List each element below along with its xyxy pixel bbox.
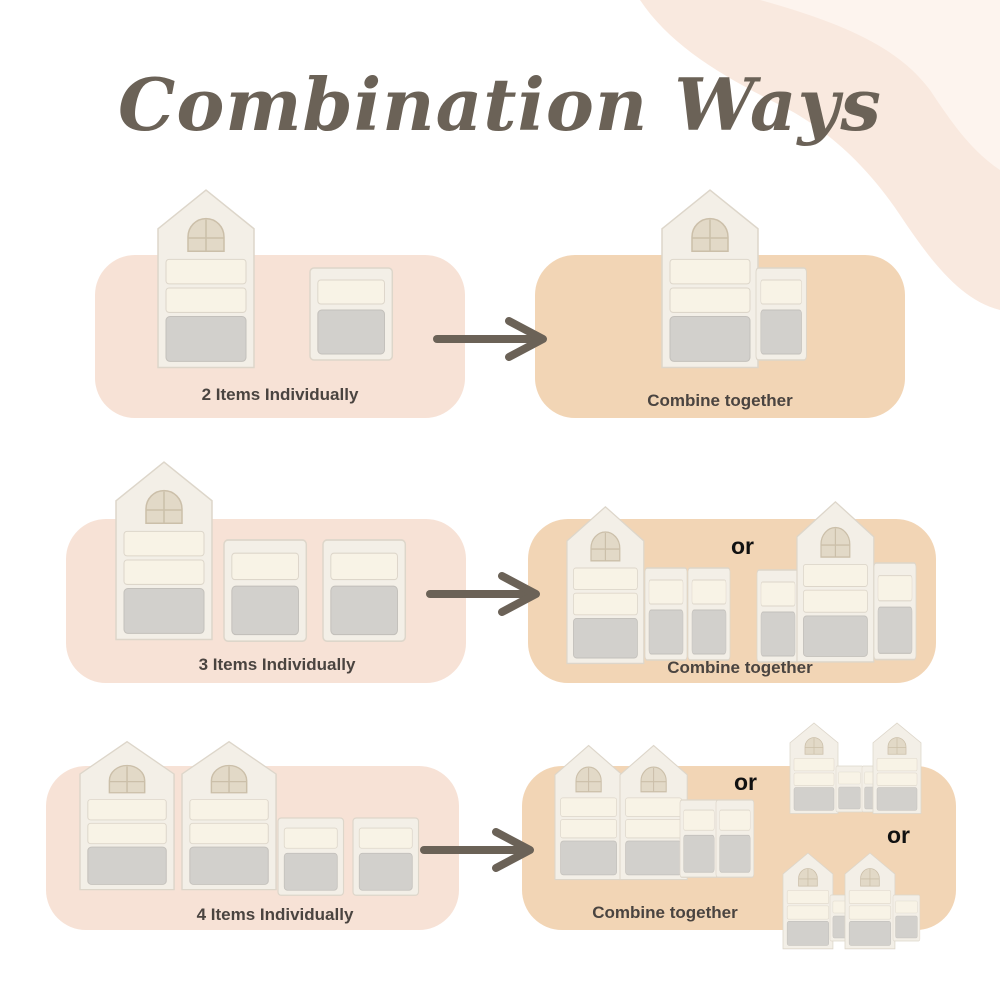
or-label: or xyxy=(734,769,757,795)
arrow-icon xyxy=(437,321,543,357)
row3-combined-label: Combine together xyxy=(592,903,738,922)
arrow-icon xyxy=(424,832,530,868)
cabinet-low xyxy=(223,539,308,643)
cabinet-house xyxy=(115,461,213,641)
row1-combined-label: Combine together xyxy=(647,391,793,410)
cabinet-low xyxy=(755,267,808,361)
cabinet-house xyxy=(796,501,875,663)
row1-individual-label: 2 Items Individually xyxy=(201,385,359,404)
cabinet-house xyxy=(789,722,839,814)
row2-combined-label: Combine together xyxy=(667,658,813,677)
cabinet-low xyxy=(679,799,719,878)
cabinet-low xyxy=(756,569,800,663)
cabinet-house xyxy=(566,506,645,665)
cabinet-house xyxy=(619,744,688,881)
cabinet-house xyxy=(844,852,896,950)
cabinet-low xyxy=(892,894,921,942)
cabinet-low xyxy=(687,567,731,661)
cabinet-house xyxy=(661,189,759,369)
cabinet-low xyxy=(309,267,394,361)
cabinet-house xyxy=(181,740,277,891)
cabinet-low xyxy=(277,817,345,896)
cabinet-house xyxy=(79,740,175,891)
page-title: Combination Ways xyxy=(118,62,882,147)
arrow-icon xyxy=(430,576,536,612)
or-label: or xyxy=(887,822,910,848)
row2-individual-label: 3 Items Individually xyxy=(198,655,356,674)
or-label: or xyxy=(731,533,754,559)
cabinet-low xyxy=(835,765,864,813)
cabinet-low xyxy=(352,817,420,896)
cabinet-house xyxy=(157,189,255,369)
cabinet-house xyxy=(554,744,623,881)
cabinet-low xyxy=(715,799,755,878)
cabinet-low xyxy=(644,567,688,661)
cabinet-low xyxy=(873,562,917,661)
panel-row1-individual xyxy=(95,255,465,418)
cabinet-house xyxy=(872,722,922,814)
cabinet-house xyxy=(782,852,834,950)
row3-individual-label: 4 Items Individually xyxy=(196,905,354,924)
cabinet-low xyxy=(322,539,407,643)
